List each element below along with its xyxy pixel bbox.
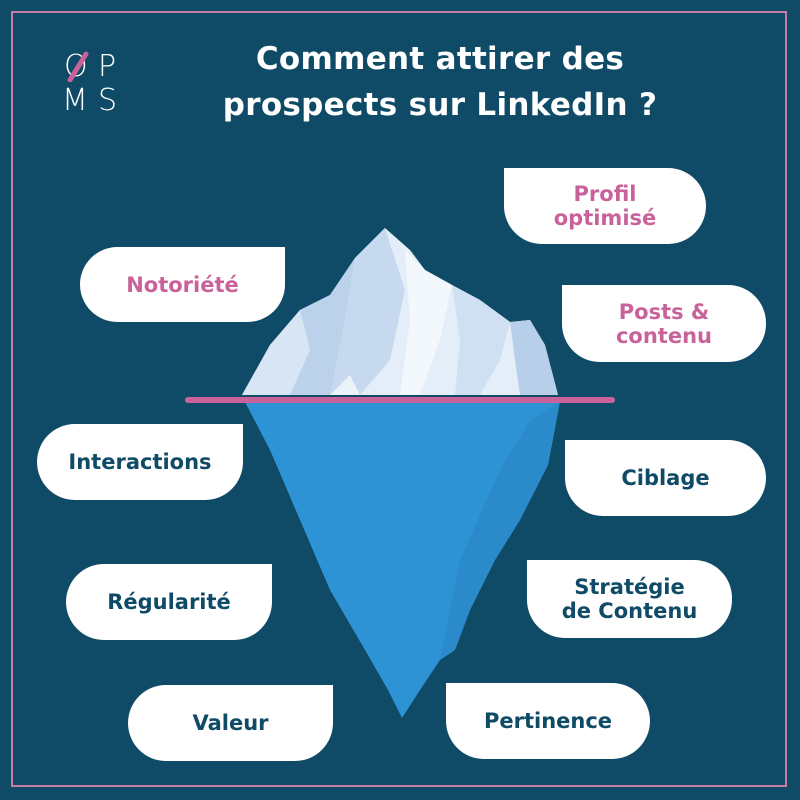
- logo-letter-m: M: [62, 83, 88, 118]
- page-title: Comment attirer des prospects sur Linked…: [180, 36, 700, 128]
- label-regularite: Régularité: [107, 590, 231, 614]
- label-strategie-line1: Stratégie: [574, 575, 685, 599]
- bubble-strategie-contenu: Stratégie de Contenu: [527, 560, 732, 638]
- bubble-regularite: Régularité: [66, 564, 272, 640]
- label-pertinence: Pertinence: [483, 709, 613, 733]
- bubble-pertinence: Pertinence: [446, 683, 650, 759]
- label-ciblage: Ciblage: [621, 466, 710, 490]
- bubble-posts-contenu: Posts & contenu: [562, 285, 766, 362]
- logo-letter-p: P: [98, 49, 117, 84]
- label-notoriete: Notoriété: [126, 272, 239, 297]
- logo-slash-icon: [67, 51, 89, 82]
- bubble-valeur: Valeur: [128, 685, 333, 761]
- bubble-notoriete: Notoriété: [80, 247, 285, 322]
- label-profil-line2: optimisé: [553, 206, 657, 230]
- logo-letter-s: S: [98, 83, 118, 118]
- label-strategie-line2: de Contenu: [561, 599, 698, 623]
- border-frame: [11, 11, 787, 787]
- opms-logo: O P M S: [62, 48, 122, 118]
- label-interactions: Interactions: [68, 450, 212, 474]
- label-profil-line1: Profil: [573, 182, 637, 206]
- label-posts-line2: contenu: [615, 323, 712, 348]
- bubble-profil-optimise: Profil optimisé: [504, 168, 706, 244]
- title-line-1: Comment attirer des: [255, 41, 625, 77]
- bubble-ciblage: Ciblage: [565, 440, 766, 516]
- iceberg-underwater-part: [245, 402, 560, 718]
- label-posts-line1: Posts &: [618, 299, 710, 324]
- title-line-2: prospects sur LinkedIn ?: [222, 87, 658, 123]
- label-valeur: Valeur: [192, 711, 269, 735]
- bubble-interactions: Interactions: [37, 424, 243, 500]
